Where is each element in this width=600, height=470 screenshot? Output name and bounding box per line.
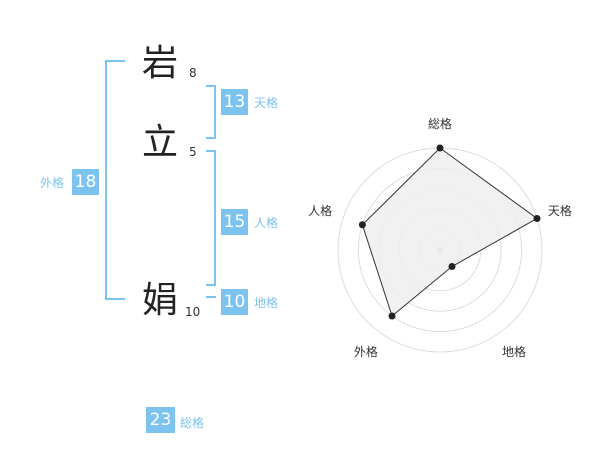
radar-point-5 bbox=[358, 221, 366, 229]
tenkaku-badge: 13 bbox=[221, 89, 248, 115]
radar-axis-label-3: 地格 bbox=[502, 344, 526, 359]
jinkaku-badge: 15 bbox=[221, 209, 248, 235]
jinkaku-label: 人格 bbox=[254, 216, 279, 230]
radar-point-2 bbox=[533, 214, 541, 222]
radar-point-4 bbox=[388, 312, 396, 320]
soukaku-label: 総格 bbox=[180, 416, 205, 430]
stroke-count-1: 8 bbox=[189, 66, 197, 80]
gaikaku-bracket bbox=[105, 60, 125, 300]
name-char-3: 娟 bbox=[142, 280, 179, 321]
jinkaku-bracket bbox=[206, 150, 216, 286]
radar-point-1 bbox=[436, 144, 444, 152]
tenkaku-label: 天格 bbox=[254, 96, 279, 110]
chikaku-badge: 10 bbox=[221, 289, 248, 315]
radar-axis-label-4: 外格 bbox=[354, 344, 378, 359]
radar-axis-label-2: 天格 bbox=[548, 203, 572, 218]
name-char-2: 立 bbox=[142, 122, 179, 163]
chikaku-label: 地格 bbox=[254, 296, 279, 310]
stroke-count-2: 5 bbox=[189, 145, 197, 159]
name-char-1: 岩 bbox=[142, 43, 179, 84]
soukaku-badge: 23 bbox=[146, 407, 175, 433]
radar-axis-label-5: 人格 bbox=[308, 203, 332, 218]
radar-point-3 bbox=[448, 263, 456, 271]
stroke-count-3: 10 bbox=[185, 305, 201, 319]
chikaku-tick bbox=[206, 296, 216, 298]
radar-axis-label-1: 総格 bbox=[428, 116, 452, 131]
gaikaku-badge: 18 bbox=[72, 169, 99, 195]
gaikaku-label: 外格 bbox=[40, 176, 65, 190]
tenkaku-bracket bbox=[206, 85, 216, 139]
radar-area bbox=[361, 147, 538, 317]
